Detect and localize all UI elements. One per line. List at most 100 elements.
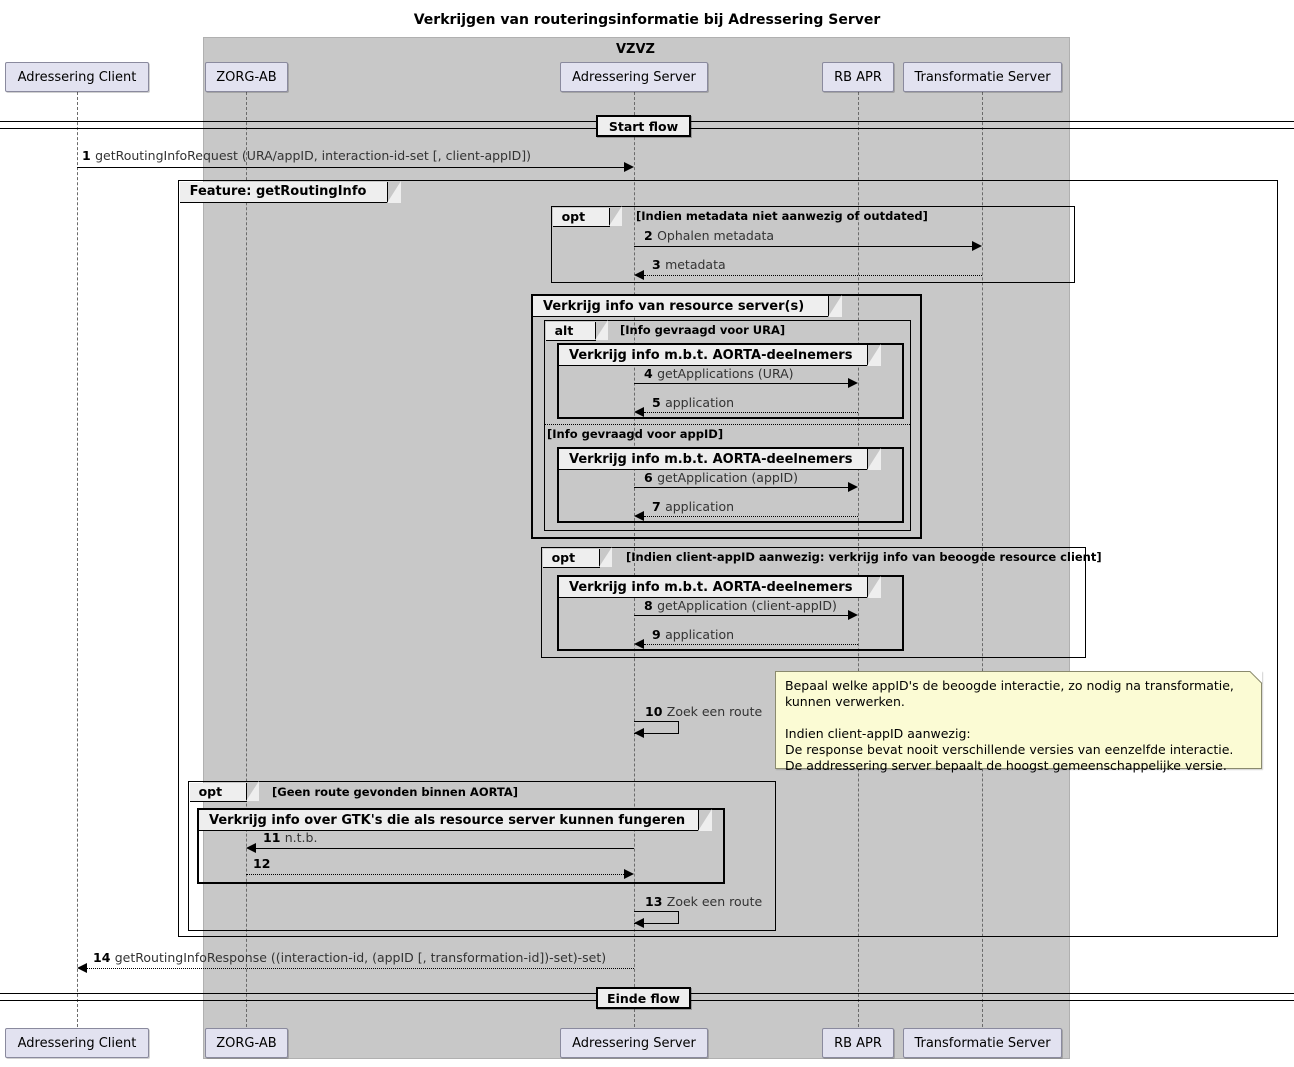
participant-header-adressering-server[interactable]: Adressering Server: [560, 62, 708, 92]
message-text: getRoutingInfoResponse ((interaction-id,…: [114, 950, 607, 965]
participant-footer-rb-apr[interactable]: RB APR: [822, 1028, 894, 1058]
message-line-5: [644, 412, 858, 413]
message-seq: 4: [644, 366, 658, 381]
fragment-opt-metadata-guard: [Indien metadata niet aanwezig of outdat…: [636, 209, 928, 223]
fragment-ref-aorta-1: [557, 343, 904, 419]
lifeline-rb-apr: [858, 92, 859, 1027]
fragment-ref-aorta-2: [557, 447, 904, 523]
message-seq: 9: [652, 627, 666, 642]
participant-header-client[interactable]: Adressering Client: [5, 62, 149, 92]
message-seq: 5: [652, 395, 666, 410]
message-text: application: [665, 627, 735, 642]
message-arrowhead-12: [624, 869, 634, 879]
group-box-vzvz: [203, 37, 1070, 1059]
fragment-feature-title: Feature: getRoutingInfo: [179, 180, 401, 203]
message-text: Zoek een route: [666, 704, 763, 719]
message-arrowhead-11: [246, 843, 256, 853]
fragment-opt-client-appid-tab: opt: [542, 546, 612, 568]
message-label-4: 4 getApplications (URA): [644, 366, 794, 381]
fragment-alt-info-guard-1: [Info gevraagd voor URA]: [620, 323, 786, 337]
message-seq: 10: [645, 704, 667, 719]
message-text: getRoutingInfoRequest (URA/appID, intera…: [95, 148, 532, 163]
lifeline-zorgab: [246, 92, 247, 1027]
fragment-ref-gtk: [197, 808, 725, 884]
message-text: Zoek een route: [666, 894, 763, 909]
fragment-opt-geen-route-guard: [Geen route gevonden binnen AORTA]: [272, 785, 519, 799]
message-arrowhead-3: [634, 270, 644, 280]
message-text: getApplications (URA): [657, 366, 794, 381]
participant-label: Adressering Server: [572, 1035, 696, 1051]
fragment-alt-info-tab: alt: [545, 319, 608, 341]
message-text: application: [665, 395, 735, 410]
participant-footer-transformatie-server[interactable]: Transformatie Server: [903, 1028, 1062, 1058]
fragment-alt-separator: [545, 424, 910, 425]
divider-start-flow: Start flow: [596, 115, 691, 137]
message-arrowhead-1: [624, 162, 634, 172]
message-text: n.t.b.: [284, 830, 318, 845]
participant-footer-client[interactable]: Adressering Client: [5, 1028, 149, 1058]
fragment-ref-aorta-2-title: Verkrijg info m.b.t. AORTA-deelnemers: [559, 448, 881, 470]
message-seq: 1: [82, 148, 96, 163]
fragment-feature-getroutinginfo: [178, 180, 1278, 937]
message-arrowhead-6: [848, 482, 858, 492]
message-seq: 7: [652, 499, 666, 514]
message-text: metadata: [665, 257, 726, 272]
message-selfcall-13: [634, 911, 679, 924]
fragment-opt-geen-route-tab: opt: [189, 780, 259, 802]
message-line-3: [644, 275, 982, 276]
message-label-5: 5 application: [652, 395, 734, 410]
participant-label: ZORG-AB: [216, 69, 277, 85]
divider-einde-flow: Einde flow: [596, 987, 691, 1009]
participant-header-rb-apr[interactable]: RB APR: [822, 62, 894, 92]
fragment-alt-info-guard-2: [Info gevraagd voor appID]: [547, 427, 724, 441]
message-line-11: [256, 848, 634, 849]
participant-header-zorgab[interactable]: ZORG-AB: [205, 62, 288, 92]
message-label-9: 9 application: [652, 627, 734, 642]
message-seq: 13: [645, 894, 667, 909]
message-label-14: 14 getRoutingInfoResponse ((interaction-…: [93, 950, 606, 965]
participant-label: ZORG-AB: [216, 1035, 277, 1051]
message-seq: 12: [253, 856, 271, 871]
participant-footer-zorgab[interactable]: ZORG-AB: [205, 1028, 288, 1058]
participant-label: Adressering Client: [17, 69, 137, 85]
message-seq: 3: [652, 257, 666, 272]
fragment-alt-info: [544, 320, 911, 531]
lifeline-transformatie-server: [982, 92, 983, 1027]
message-text: Ophalen metadata: [657, 228, 775, 243]
fragment-ref-aorta-3-title: Verkrijg info m.b.t. AORTA-deelnemers: [559, 576, 881, 598]
message-label-8: 8 getApplication (client-appID): [644, 598, 837, 613]
participant-label: Transformatie Server: [914, 69, 1051, 85]
message-arrowhead-10: [634, 728, 644, 738]
fragment-ref-aorta-1-title: Verkrijg info m.b.t. AORTA-deelnemers: [559, 344, 881, 366]
participant-label: Adressering Client: [17, 1035, 137, 1051]
message-arrowhead-13: [634, 918, 644, 928]
message-label-1: 1 getRoutingInfoRequest (URA/appID, inte…: [82, 148, 531, 163]
message-label-3: 3 metadata: [652, 257, 726, 272]
participant-label: RB APR: [834, 1035, 882, 1051]
message-line-9: [644, 644, 858, 645]
lifeline-adressering-server: [634, 92, 635, 1027]
message-label-12: 12: [253, 856, 270, 871]
participant-label: RB APR: [834, 69, 882, 85]
message-arrowhead-2: [972, 241, 982, 251]
participant-footer-adressering-server[interactable]: Adressering Server: [560, 1028, 708, 1058]
message-seq: 2: [644, 228, 658, 243]
message-seq: 6: [644, 470, 658, 485]
message-arrowhead-4: [848, 378, 858, 388]
message-arrowhead-5: [634, 407, 644, 417]
fragment-opt-metadata: [551, 206, 1075, 283]
message-line-6: [634, 487, 848, 488]
message-line-2: [634, 246, 972, 247]
message-line-1: [77, 167, 624, 168]
note-fold-corner: [1250, 671, 1262, 683]
message-text: getApplication (appID): [657, 470, 798, 485]
participant-header-transformatie-server[interactable]: Transformatie Server: [903, 62, 1062, 92]
message-label-10: 10 Zoek een route: [645, 704, 762, 719]
message-line-4: [634, 383, 848, 384]
fragment-ref-gtk-title: Verkrijg info over GTK's die als resourc…: [199, 809, 712, 831]
fragment-opt-geen-route: [188, 781, 776, 931]
participant-label: Adressering Server: [572, 69, 696, 85]
message-line-8: [634, 615, 848, 616]
fragment-opt-client-appid-guard: [Indien client-appID aanwezig: verkrijg …: [626, 550, 1102, 564]
